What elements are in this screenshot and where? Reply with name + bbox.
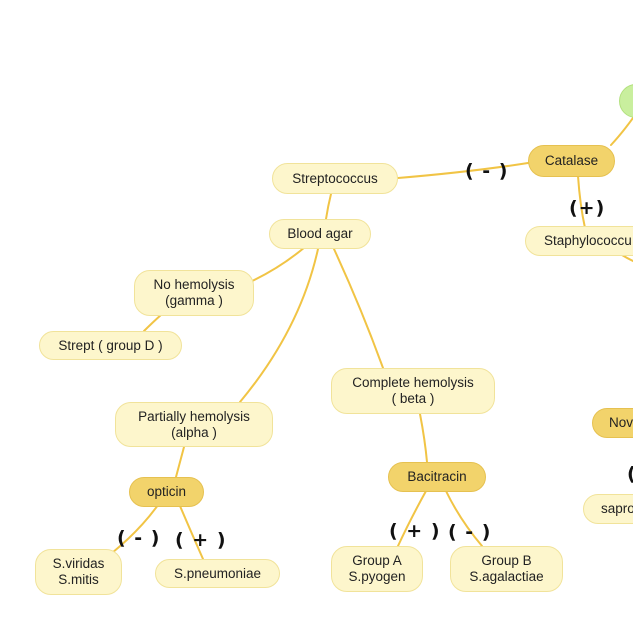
no-hemolysis-node[interactable]: No hemolysis (gamma ) [134,270,254,316]
edge-catalase-staphylococcus [577,175,586,229]
catalase-positive-label: (+) [569,197,606,219]
streptococcus-node[interactable]: Streptococcus [272,163,398,194]
staphylococcus-node[interactable]: Staphylococcu [525,226,633,256]
s-pneumoniae-node[interactable]: S.pneumoniae [155,559,280,588]
blood-agar-node[interactable]: Blood agar [269,219,371,249]
complete-hemolysis-node[interactable]: Complete hemolysis ( beta ) [331,368,495,414]
edge-blood-agar-complete [333,248,384,369]
bacitracin-negative-label: ( - ) [448,521,492,543]
novobiocin-partial-sign: ( [627,463,633,485]
bacitracin-positive-label: ( + ) [389,520,441,542]
s-viridans-node[interactable]: S.viridas S.mitis [35,549,122,595]
catalase-negative-label: ( - ) [465,160,509,182]
edge-bacitracin-group-a [397,490,427,547]
opticin-node[interactable]: opticin [129,477,204,507]
edge-opticin-viridans [111,504,159,554]
opticin-negative-label: ( - ) [117,527,161,549]
edge-blood-agar-no-hemolysis [249,246,306,283]
group-b-node[interactable]: Group B S.agalactiae [450,546,563,592]
edge-streptococcus-blood-agar [325,193,332,220]
edge-no-hemolysis-strept-d [143,313,163,332]
partial-hemolysis-node[interactable]: Partially hemolysis (alpha ) [115,402,273,447]
opticin-positive-label: ( + ) [175,529,227,551]
edge-streptococcus-catalase [397,162,529,179]
edge-opticin-pneumoniae [179,505,204,560]
edge-staphylococcus-offscreen [621,254,633,263]
saprophyticus-node[interactable]: sapro [583,494,633,524]
novobiocin-node[interactable]: Nov [592,408,633,438]
catalase-node[interactable]: Catalase [528,145,615,177]
edge-partial-opticin [175,446,185,478]
edge-catalase-root [610,116,633,146]
edge-blood-agar-partial [239,248,319,403]
group-a-node[interactable]: Group A S.pyogen [331,546,423,592]
edge-bacitracin-group-b [445,490,483,547]
strept-group-d-node[interactable]: Strept ( group D ) [39,331,182,360]
bacitracin-node[interactable]: Bacitracin [388,462,486,492]
edge-complete-bacitracin [419,413,428,463]
